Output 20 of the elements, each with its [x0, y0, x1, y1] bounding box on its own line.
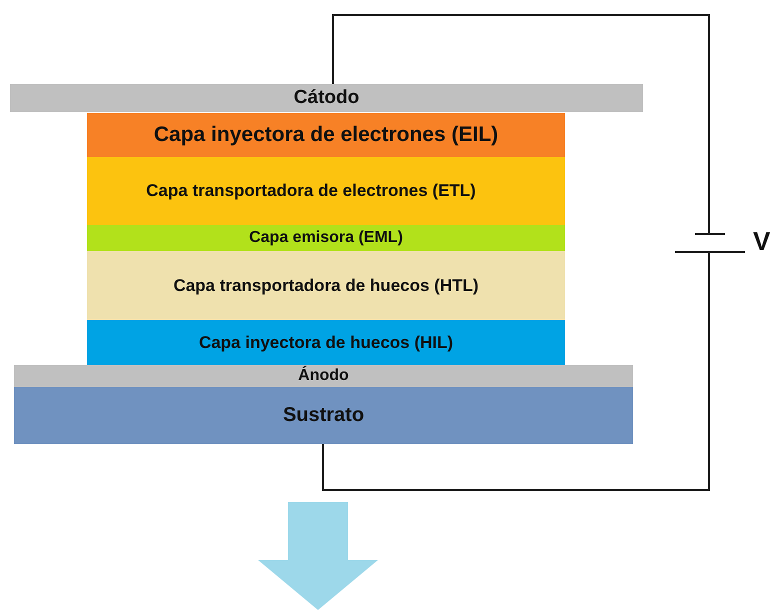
layer-label: Ánodo: [298, 367, 349, 385]
substrate-layer: [14, 387, 633, 444]
layer-label: Cátodo: [294, 87, 360, 109]
layer-label: Capa inyectora de huecos (HIL): [198, 332, 454, 352]
wire: [332, 14, 710, 233]
battery-symbol: [675, 230, 745, 256]
layer-label: Capa transportadora de huecos (HTL): [173, 276, 479, 296]
hole-transport-layer: [87, 251, 565, 320]
hole-injection-layer: [87, 320, 565, 365]
voltage-label: V: [753, 226, 770, 257]
layer-label: Capa transportadora de electrones (ETL): [146, 181, 476, 201]
electron-injection-layer: [87, 113, 565, 157]
wire: [322, 253, 710, 491]
layer-label: Capa emisora (EML): [249, 229, 403, 247]
layer-label: Capa inyectora de electrones (EIL): [154, 123, 498, 147]
layer-label: Sustrato: [282, 404, 364, 427]
anode-layer: [14, 365, 633, 387]
emissive-layer: [87, 225, 565, 251]
electron-transport-layer: [87, 157, 565, 225]
cathode-layer: [10, 84, 643, 112]
